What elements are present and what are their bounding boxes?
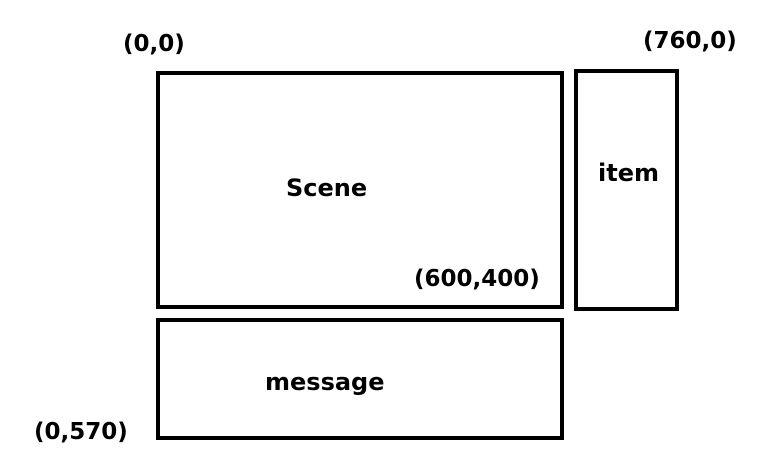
message-label: message	[265, 368, 385, 396]
item-label: item	[598, 159, 659, 187]
origin-coordinate: (0,0)	[123, 31, 185, 57]
item-area	[574, 69, 679, 311]
item-top-right-coordinate: (760,0)	[643, 28, 737, 54]
scene-area	[156, 71, 564, 309]
scene-label: Scene	[286, 174, 368, 202]
scene-bottom-right-coordinate: (600,400)	[414, 266, 540, 292]
message-bottom-left-coordinate: (0,570)	[34, 419, 128, 445]
message-area	[156, 318, 564, 440]
